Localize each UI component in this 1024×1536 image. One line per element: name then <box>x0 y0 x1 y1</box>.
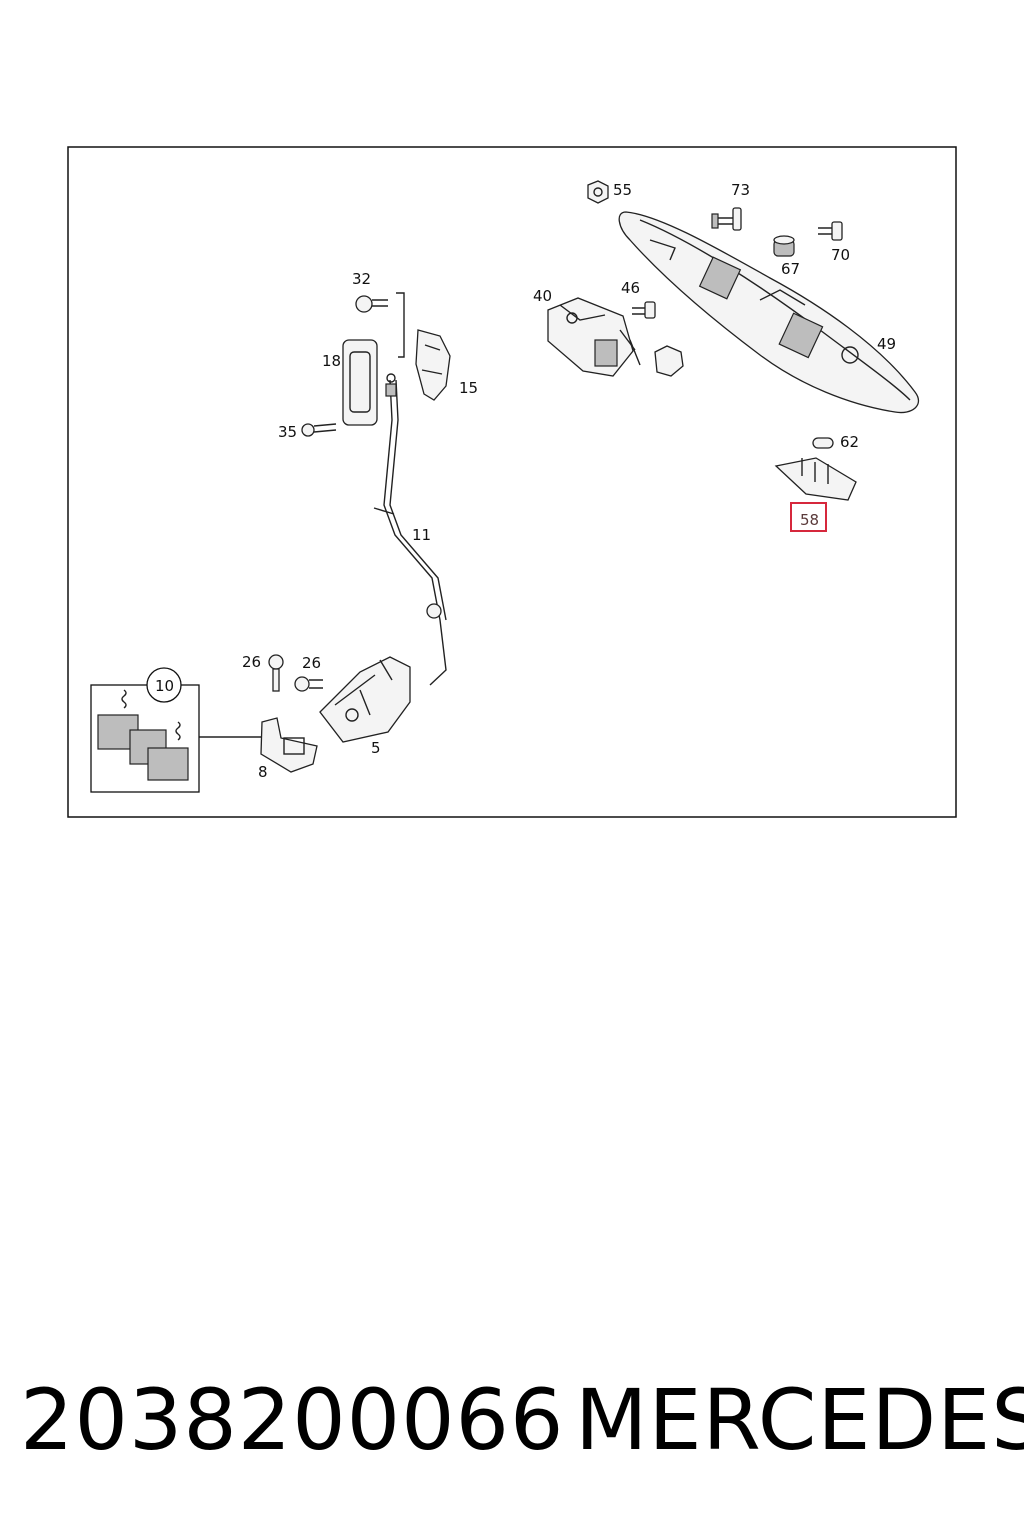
release-handle-part-15 <box>415 329 451 401</box>
bulb-part-62 <box>812 437 834 449</box>
label-11: 11 <box>412 526 431 544</box>
label-26b: 26 <box>302 654 321 672</box>
striker-part-8 <box>260 717 318 773</box>
label-49: 49 <box>877 335 896 353</box>
diagram-frame <box>67 146 957 818</box>
handle-bar-part-49 <box>618 211 920 414</box>
bushing-part-67 <box>773 235 795 257</box>
label-46: 46 <box>621 279 640 297</box>
label-32: 32 <box>352 270 371 288</box>
bolt-part-26b <box>294 676 323 692</box>
label-35: 35 <box>278 423 297 441</box>
part-number: 2038200066 <box>20 1371 565 1469</box>
screw-part-35 <box>301 423 337 437</box>
label-8: 8 <box>258 763 268 781</box>
label-58: 58 <box>800 511 819 529</box>
cable-part-11 <box>373 373 447 686</box>
label-15: 15 <box>459 379 478 397</box>
grommet-part <box>654 345 684 377</box>
label-18: 18 <box>322 352 341 370</box>
highlight-box-58 <box>790 502 827 532</box>
footer: 2038200066 MERCEDES <box>0 1370 1024 1470</box>
clip-part-55 <box>587 180 609 204</box>
screw-part-73 <box>711 207 742 231</box>
label-73: 73 <box>731 181 750 199</box>
screw-part-32 <box>355 292 405 358</box>
label-5: 5 <box>371 739 381 757</box>
label-70: 70 <box>831 246 850 264</box>
license-lamp-part-58 <box>774 457 857 501</box>
label-55: 55 <box>613 181 632 199</box>
actuator-part-40 <box>547 297 641 377</box>
kit-box-part-10 <box>90 667 200 793</box>
label-40: 40 <box>533 287 552 305</box>
screw-part-70 <box>818 221 843 241</box>
label-10: 10 <box>155 677 174 695</box>
bolt-part-26a <box>268 654 284 692</box>
screw-part-46 <box>632 301 656 319</box>
label-26a: 26 <box>242 653 261 671</box>
label-62: 62 <box>840 433 859 451</box>
latch-part-5 <box>319 656 411 743</box>
label-67: 67 <box>781 260 800 278</box>
brand-name: MERCEDES <box>575 1371 1024 1469</box>
handle-frame-part-18 <box>342 339 378 426</box>
